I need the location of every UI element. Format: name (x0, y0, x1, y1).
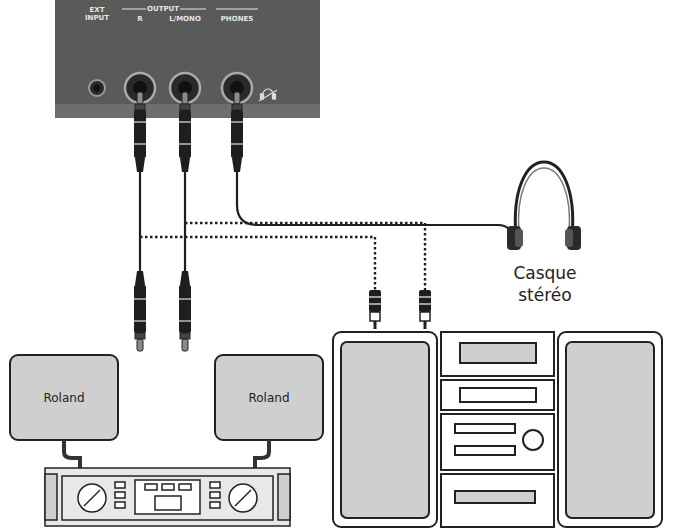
speakers (10, 355, 323, 440)
speaker-box: Roland (215, 355, 323, 440)
power-amplifier (62, 476, 273, 520)
rca-plugs (369, 290, 381, 329)
jack-label: L/MONO (165, 15, 205, 23)
speakers (215, 355, 323, 440)
power-amplifier (45, 468, 290, 526)
headphone-symbol (273, 94, 276, 99)
stereo-system (460, 388, 536, 402)
power-amplifier (84, 490, 100, 506)
phone-plugs (134, 271, 146, 351)
rear-panel (94, 85, 101, 92)
stereo-system (441, 380, 554, 410)
power-amplifier (115, 492, 125, 498)
stereo-system (441, 332, 554, 376)
stereo-headphones (519, 168, 570, 232)
jack-group-label: OUTPUT (133, 5, 193, 13)
power-amplifier (210, 502, 220, 508)
rca-dotted-cables (140, 237, 375, 291)
stereo-headphones (565, 229, 573, 247)
stereo-system (566, 342, 654, 518)
power-amplifier (155, 496, 181, 510)
rear-panel (122, 9, 146, 10)
power-amplifier (145, 484, 157, 490)
device-caption: Casque stéréo (495, 262, 595, 306)
brand-name: Roland (248, 391, 289, 405)
stereo-system (441, 474, 554, 527)
rca-dotted-cables (185, 223, 425, 291)
headphone-symbol (259, 89, 277, 101)
phone-plugs (231, 92, 243, 172)
stereo-system (333, 332, 662, 527)
stereo-system (460, 343, 536, 363)
stereo-headphones (507, 162, 581, 250)
stereo-system (341, 342, 429, 518)
headphone-symbol (259, 90, 277, 101)
power-amplifier (115, 482, 125, 488)
speaker-box: Roland (10, 355, 118, 440)
power-amplifier (278, 474, 290, 520)
stereo-headphones (515, 229, 523, 247)
rear-panel-labels: EXT INPUT OUTPUT R L/MONO PHONES (55, 0, 320, 118)
rear-panel (216, 9, 258, 10)
stereo-system (455, 446, 515, 455)
jack-label: EXT INPUT (80, 6, 114, 22)
speaker-wires (255, 440, 269, 468)
power-amplifier (229, 484, 257, 512)
power-amplifier (135, 480, 200, 514)
power-amplifier (210, 492, 220, 498)
rear-panel (89, 80, 105, 96)
power-amplifier (45, 474, 57, 520)
stereo-system (455, 491, 535, 503)
jack-label: PHONES (214, 15, 260, 23)
phone-plugs (134, 92, 146, 172)
stereo-system (333, 332, 437, 527)
rca-plugs (369, 290, 431, 329)
stereo-system (558, 332, 662, 527)
rca-plugs (419, 290, 431, 329)
cables (184, 170, 186, 272)
power-amplifier (78, 484, 106, 512)
power-amplifier (210, 482, 220, 488)
stereo-system (523, 430, 543, 450)
speaker-wires (64, 440, 269, 468)
cables (237, 170, 512, 236)
brand-name: Roland (43, 391, 84, 405)
stereo-system (455, 424, 515, 433)
speaker-wires (64, 440, 80, 468)
power-amplifier (179, 484, 191, 490)
cables (139, 170, 141, 272)
power-amplifier (45, 468, 290, 526)
stereo-system (441, 414, 554, 470)
stereo-headphones (515, 162, 572, 236)
jack-label: R (125, 15, 155, 23)
cables (140, 170, 512, 272)
power-amplifier (162, 484, 174, 490)
power-amplifier (115, 502, 125, 508)
power-amplifier (235, 490, 251, 506)
phone-plugs (179, 271, 191, 351)
phone-plugs (134, 92, 243, 351)
phone-plugs (179, 92, 191, 172)
speakers (10, 355, 118, 440)
rear-panel (180, 9, 206, 10)
